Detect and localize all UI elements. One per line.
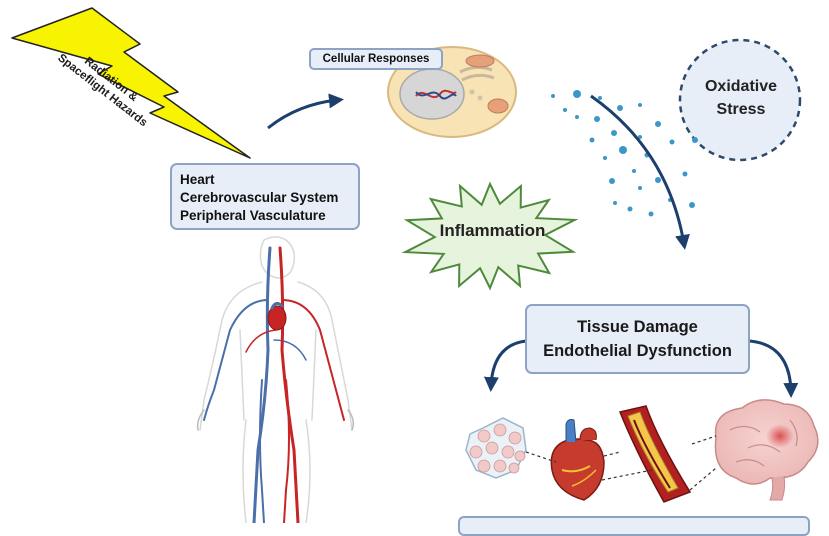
oxidative-stress-circle bbox=[678, 38, 802, 162]
cellular-responses-label: Cellular Responses bbox=[309, 48, 443, 70]
lightning-bolt-icon bbox=[11, 7, 251, 159]
oxidative-stress-label: Oxidative Stress bbox=[681, 75, 801, 121]
heart-icon bbox=[550, 419, 605, 501]
target-peripheral: Peripheral Vasculature bbox=[180, 208, 326, 223]
tissue-damage-box: Tissue Damage Endothelial Dysfunction bbox=[525, 304, 750, 374]
target-organs-box: Heart Cerebrovascular System Peripheral … bbox=[170, 163, 360, 230]
target-cerebrovascular: Cerebrovascular System bbox=[180, 190, 339, 205]
target-heart: Heart bbox=[180, 172, 215, 187]
oxidative-line-2: Stress bbox=[716, 101, 766, 118]
arrow-to-cell bbox=[267, 93, 344, 130]
diagram-canvas: Radiation & Spaceflight Hazards Heart Ce… bbox=[11, 7, 819, 536]
brain-icon bbox=[714, 399, 819, 501]
cell-icon bbox=[387, 46, 517, 138]
oxidative-line-1: Oxidative bbox=[704, 78, 778, 95]
inflammation-burst bbox=[401, 181, 579, 291]
inflammation-label: Inflammation bbox=[439, 221, 546, 240]
human-vascular-figure bbox=[196, 236, 355, 523]
dna-icon bbox=[415, 89, 457, 100]
tissue-damage-line: Tissue Damage bbox=[577, 318, 698, 336]
outcome-box-partial bbox=[458, 516, 810, 536]
arrow-to-damage bbox=[590, 94, 690, 250]
connector-dashes bbox=[525, 435, 717, 491]
diagram-graphics bbox=[11, 7, 819, 523]
blood-vessel-plaque-icon bbox=[618, 405, 692, 503]
arrow-right-down bbox=[749, 339, 799, 398]
arrow-left-down bbox=[483, 339, 527, 392]
endothelial-dysfunction-line: Endothelial Dysfunction bbox=[543, 342, 732, 360]
cardiomyocyte-cluster-icon bbox=[465, 417, 527, 479]
ros-dots bbox=[551, 90, 698, 217]
